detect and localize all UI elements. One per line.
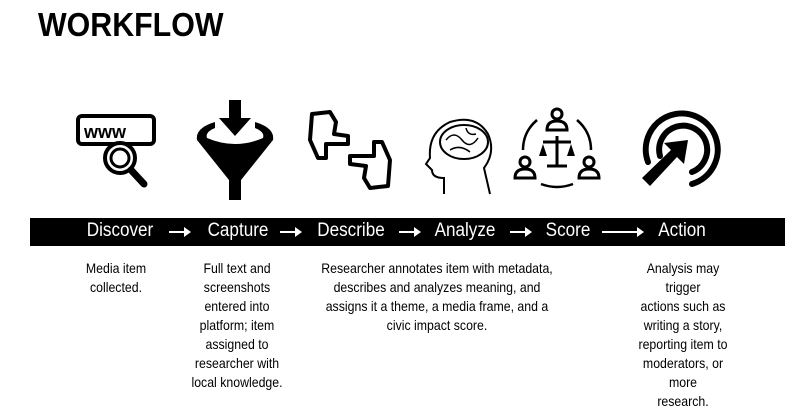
web-search-icon: www — [76, 114, 156, 188]
click-pointer-icon — [642, 110, 721, 187]
stage-score: Score — [545, 220, 591, 241]
arrow-right-icon — [399, 227, 421, 237]
long-arrow-right-icon — [602, 227, 644, 237]
stage-analyze: Analyze — [434, 220, 496, 241]
arrow-right-icon — [280, 227, 302, 237]
frame-hands-icon — [308, 110, 392, 190]
funnel-icon — [196, 100, 274, 200]
description-capture: Full text and screenshots entered into p… — [191, 260, 283, 390]
description-describe-analyze-score: Researcher annotates item with metadata,… — [321, 260, 553, 333]
arrow-right-icon — [169, 227, 191, 237]
stage-action: Action — [658, 220, 706, 241]
stage-describe: Describe — [317, 220, 385, 241]
stage-capture: Capture — [207, 220, 269, 241]
description-action: Analysis may trigger actions such as wri… — [638, 260, 728, 409]
justice-scale-people-icon — [513, 107, 601, 189]
svg-text:www: www — [83, 122, 127, 142]
page-title: WORKFLOW — [38, 6, 224, 43]
arrow-right-icon — [510, 227, 532, 237]
brain-head-icon — [424, 118, 493, 195]
stage-discover: Discover — [86, 220, 154, 241]
description-discover: Media item collected. — [85, 260, 147, 295]
